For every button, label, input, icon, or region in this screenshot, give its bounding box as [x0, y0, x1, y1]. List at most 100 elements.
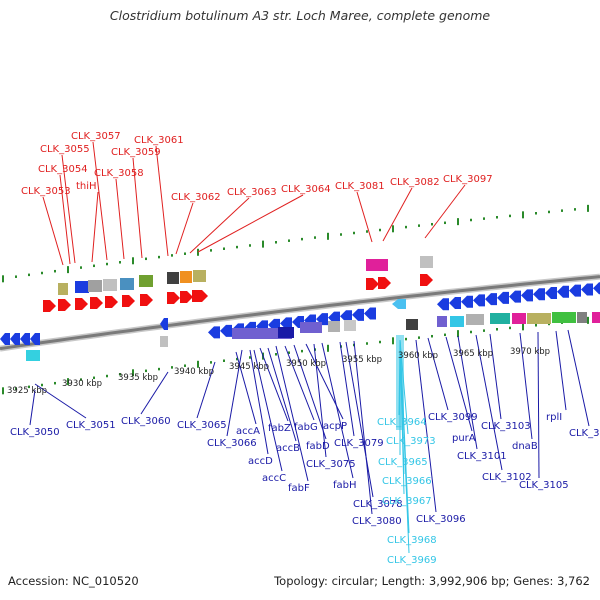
forward-gene-arrow — [75, 298, 88, 310]
upper-scale-tick — [223, 247, 225, 250]
leader-line — [140, 371, 169, 415]
reverse-gene-label: CLK_3099 — [428, 412, 478, 423]
upper-scale-tick — [587, 204, 589, 212]
lower-scale-tick — [145, 369, 147, 373]
feature-box — [75, 281, 89, 293]
reverse-gene-arrow — [10, 333, 20, 345]
kbp-tick-label: 3970 kbp — [510, 347, 550, 357]
reverse-gene-arrow — [20, 333, 30, 345]
leader-line — [457, 335, 478, 450]
lower-scale-tick — [80, 378, 82, 381]
upper-scale-tick — [93, 264, 95, 268]
reverse-gene-label: CLK_3066 — [207, 438, 257, 449]
forward-gene-arrow — [90, 297, 103, 309]
upper-scale-tick — [444, 221, 446, 225]
leader-line — [115, 178, 125, 260]
lower-scale-tick — [223, 359, 225, 362]
kbp-tick-label: 3925 kbp — [7, 386, 47, 396]
lower-scale-tick — [431, 334, 433, 338]
forward-gene-label: CLK_3082 — [390, 177, 440, 188]
lower-scale-tick — [483, 329, 485, 332]
reverse-gene-arrow — [280, 317, 292, 330]
forward-gene-label: CLK_3064 — [281, 184, 331, 195]
upper-scale-tick — [145, 257, 147, 261]
reverse-gene-arrow — [437, 298, 449, 311]
reverse-gene-arrow — [497, 291, 509, 304]
leader-line — [475, 334, 503, 471]
feature-box — [366, 259, 388, 271]
lower-scale-tick — [249, 356, 251, 359]
reverse-gene-arrow — [509, 290, 521, 303]
upper-scale-tick — [470, 218, 472, 222]
forward-gene-label: CLK_3062 — [171, 192, 221, 203]
reverse-gene-label: CLK_3101 — [457, 451, 507, 462]
lower-scale-tick — [405, 337, 407, 341]
lower-scale-tick — [392, 337, 394, 345]
upper-scale-tick — [301, 237, 303, 241]
lower-scale-tick — [275, 353, 277, 356]
upper-scale-tick — [236, 245, 238, 249]
reverse-gene-label: CLK_3102 — [482, 472, 532, 483]
lower-scale-tick — [210, 361, 212, 364]
reverse-gene-label: CLK_3080 — [352, 516, 402, 527]
forward-gene-arrow — [420, 274, 433, 286]
forward-gene-label: CLK_3059 — [111, 147, 161, 158]
upper-scale-tick — [314, 236, 316, 239]
leader-line — [226, 349, 243, 437]
reverse-gene-arrow — [160, 318, 168, 330]
forward-gene-label: CLK_3053 — [21, 186, 71, 197]
kbp-tick-label: 3940 kbp — [174, 367, 214, 377]
upper-scale-tick — [340, 233, 342, 236]
lower-scale-tick — [470, 330, 472, 334]
feature-box — [58, 283, 68, 295]
upper-scale-tick — [496, 216, 498, 219]
feature-box — [527, 313, 551, 324]
reverse-gene-label: CLK_3050 — [10, 427, 60, 438]
forward-gene-label: CLK_3055 — [40, 144, 90, 155]
reverse-gene-arrow — [449, 297, 461, 310]
reverse-gene-label: CLK_3051 — [66, 420, 116, 431]
upper-scale-tick — [327, 232, 329, 240]
lower-scale-tick — [236, 357, 238, 361]
forward-gene-label: CLK_3063 — [227, 187, 277, 198]
feature-box — [180, 271, 192, 283]
leader-line — [61, 154, 76, 264]
reverse-gene-arrow — [220, 324, 232, 337]
upper-scale-tick — [561, 209, 563, 212]
reverse-gene-label: CLK_3096 — [416, 514, 466, 525]
lower-scale-tick — [366, 342, 368, 345]
lower-scale-tick — [457, 330, 459, 338]
rna-gene-label: CLK_3965 — [378, 457, 428, 468]
upper-scale-tick — [80, 266, 82, 269]
leader-line — [489, 333, 502, 420]
feature-box — [450, 316, 464, 327]
upper-scale-tick — [197, 248, 199, 256]
leader-line — [345, 341, 374, 498]
leader-line — [353, 340, 373, 515]
rna-gene-label: CLK_3973 — [386, 436, 436, 447]
reverse-gene-label: rplI — [546, 412, 562, 423]
upper-scale-tick — [483, 217, 485, 220]
feature-box — [466, 314, 484, 325]
upper-scale-tick — [41, 271, 43, 275]
reverse-gene-label: accB — [276, 443, 300, 454]
feature-box — [490, 313, 510, 324]
upper-scale-tick — [418, 224, 420, 227]
reverse-gene-arrow — [352, 308, 364, 321]
leader-line — [275, 345, 309, 482]
leader-line — [59, 174, 71, 265]
reverse-gene-arrow — [533, 288, 545, 301]
leader-line — [34, 383, 87, 419]
upper-scale-tick — [210, 249, 212, 252]
upper-scale-tick — [262, 240, 264, 248]
upper-scale-tick — [132, 257, 134, 265]
leader-line — [253, 349, 283, 472]
backbone-line — [0, 275, 600, 351]
leader-line — [313, 343, 327, 458]
forward-gene-label: CLK_3097 — [443, 174, 493, 185]
upper-scale-tick — [184, 252, 186, 255]
leader-line — [567, 329, 590, 427]
forward-gene-arrow — [366, 278, 379, 290]
